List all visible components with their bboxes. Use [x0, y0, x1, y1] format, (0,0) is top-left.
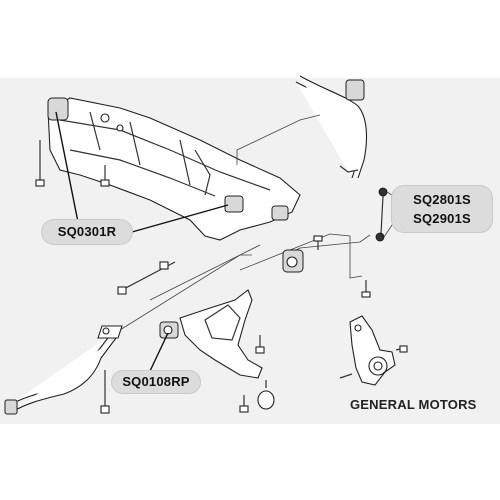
ball-joint	[257, 390, 275, 410]
link-joint-bottom	[375, 232, 385, 242]
subframe-bolts	[35, 140, 176, 295]
callout-control-arm-bushing: SQ0108RP	[112, 371, 200, 393]
link-joint-top	[378, 187, 388, 197]
stabilizer-bar-upper	[295, 75, 368, 179]
stabilizer-link	[375, 187, 393, 242]
callout-stabilizer-link-1: SQ2801S	[413, 192, 471, 207]
callout-stabilizer-link-2: SQ2901S	[413, 211, 471, 226]
callout-leaders	[55, 111, 229, 372]
stabilizer-bracket	[97, 325, 123, 339]
control-arm-bolts	[239, 235, 371, 413]
stabilizer-bushing-upper	[345, 79, 365, 101]
callout-subframe-bushing: SQ0301R	[42, 220, 132, 244]
subframe-bushing-front	[224, 195, 244, 213]
subframe-bushing-rear	[47, 97, 69, 121]
brand-label: GENERAL MOTORS	[350, 397, 477, 412]
stabilizer-bar-lower	[4, 325, 123, 415]
subframe	[47, 97, 301, 241]
lower-control-arm	[159, 249, 304, 410]
callout-stabilizer-link: SQ2801S SQ2901S	[392, 186, 492, 232]
steering-knuckle	[339, 315, 408, 386]
